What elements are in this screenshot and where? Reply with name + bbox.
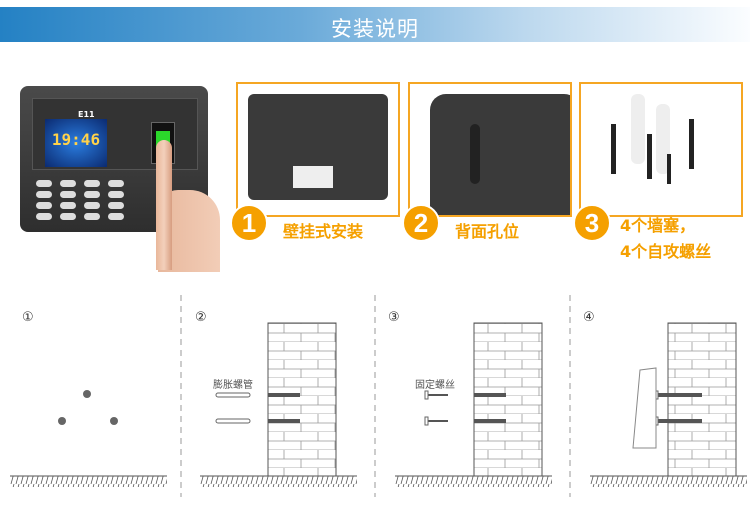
anchor-label: 膨胀螺管: [213, 380, 253, 391]
title-banner: 安装说明: [0, 7, 750, 42]
brick-wall: [267, 322, 337, 477]
step-3-label-1: 4个墙塞，: [620, 216, 696, 235]
step-1-label: 壁挂式安装: [283, 222, 364, 241]
photo-back-panel: [236, 82, 400, 217]
drill-points: [58, 390, 118, 425]
screw-head-icon: [424, 390, 429, 400]
banner-title: 安装说明: [331, 17, 419, 41]
diagram-step-3: ③: [388, 310, 400, 325]
keypad: [36, 180, 124, 220]
step-3-label-2: 4个自攻螺丝: [620, 242, 712, 261]
device-side-view: [632, 367, 657, 449]
device-clock: 19:46: [51, 130, 101, 149]
device-model: E11: [78, 110, 95, 119]
screw-label: 固定螺丝: [415, 380, 455, 391]
brick-wall: [473, 322, 543, 477]
diagram-step-4: ④: [583, 310, 595, 325]
photo-back-holes: [408, 82, 572, 217]
photo-screws-anchors: [579, 82, 743, 217]
anchor-icon: [215, 392, 251, 398]
step-2-badge: 2: [402, 204, 440, 242]
step-3-badge: 3: [573, 204, 611, 242]
anchor-icon: [215, 418, 251, 424]
diagram-step-1: ①: [22, 310, 34, 325]
finger-image: [156, 140, 172, 270]
screw-head-icon: [424, 416, 429, 426]
step-1-badge: 1: [230, 204, 268, 242]
brick-wall: [667, 322, 737, 477]
device-screen: 19:46: [45, 119, 107, 167]
ground: [10, 475, 747, 487]
step-2-label: 背面孔位: [455, 222, 520, 241]
diagram-step-2: ②: [195, 310, 207, 325]
